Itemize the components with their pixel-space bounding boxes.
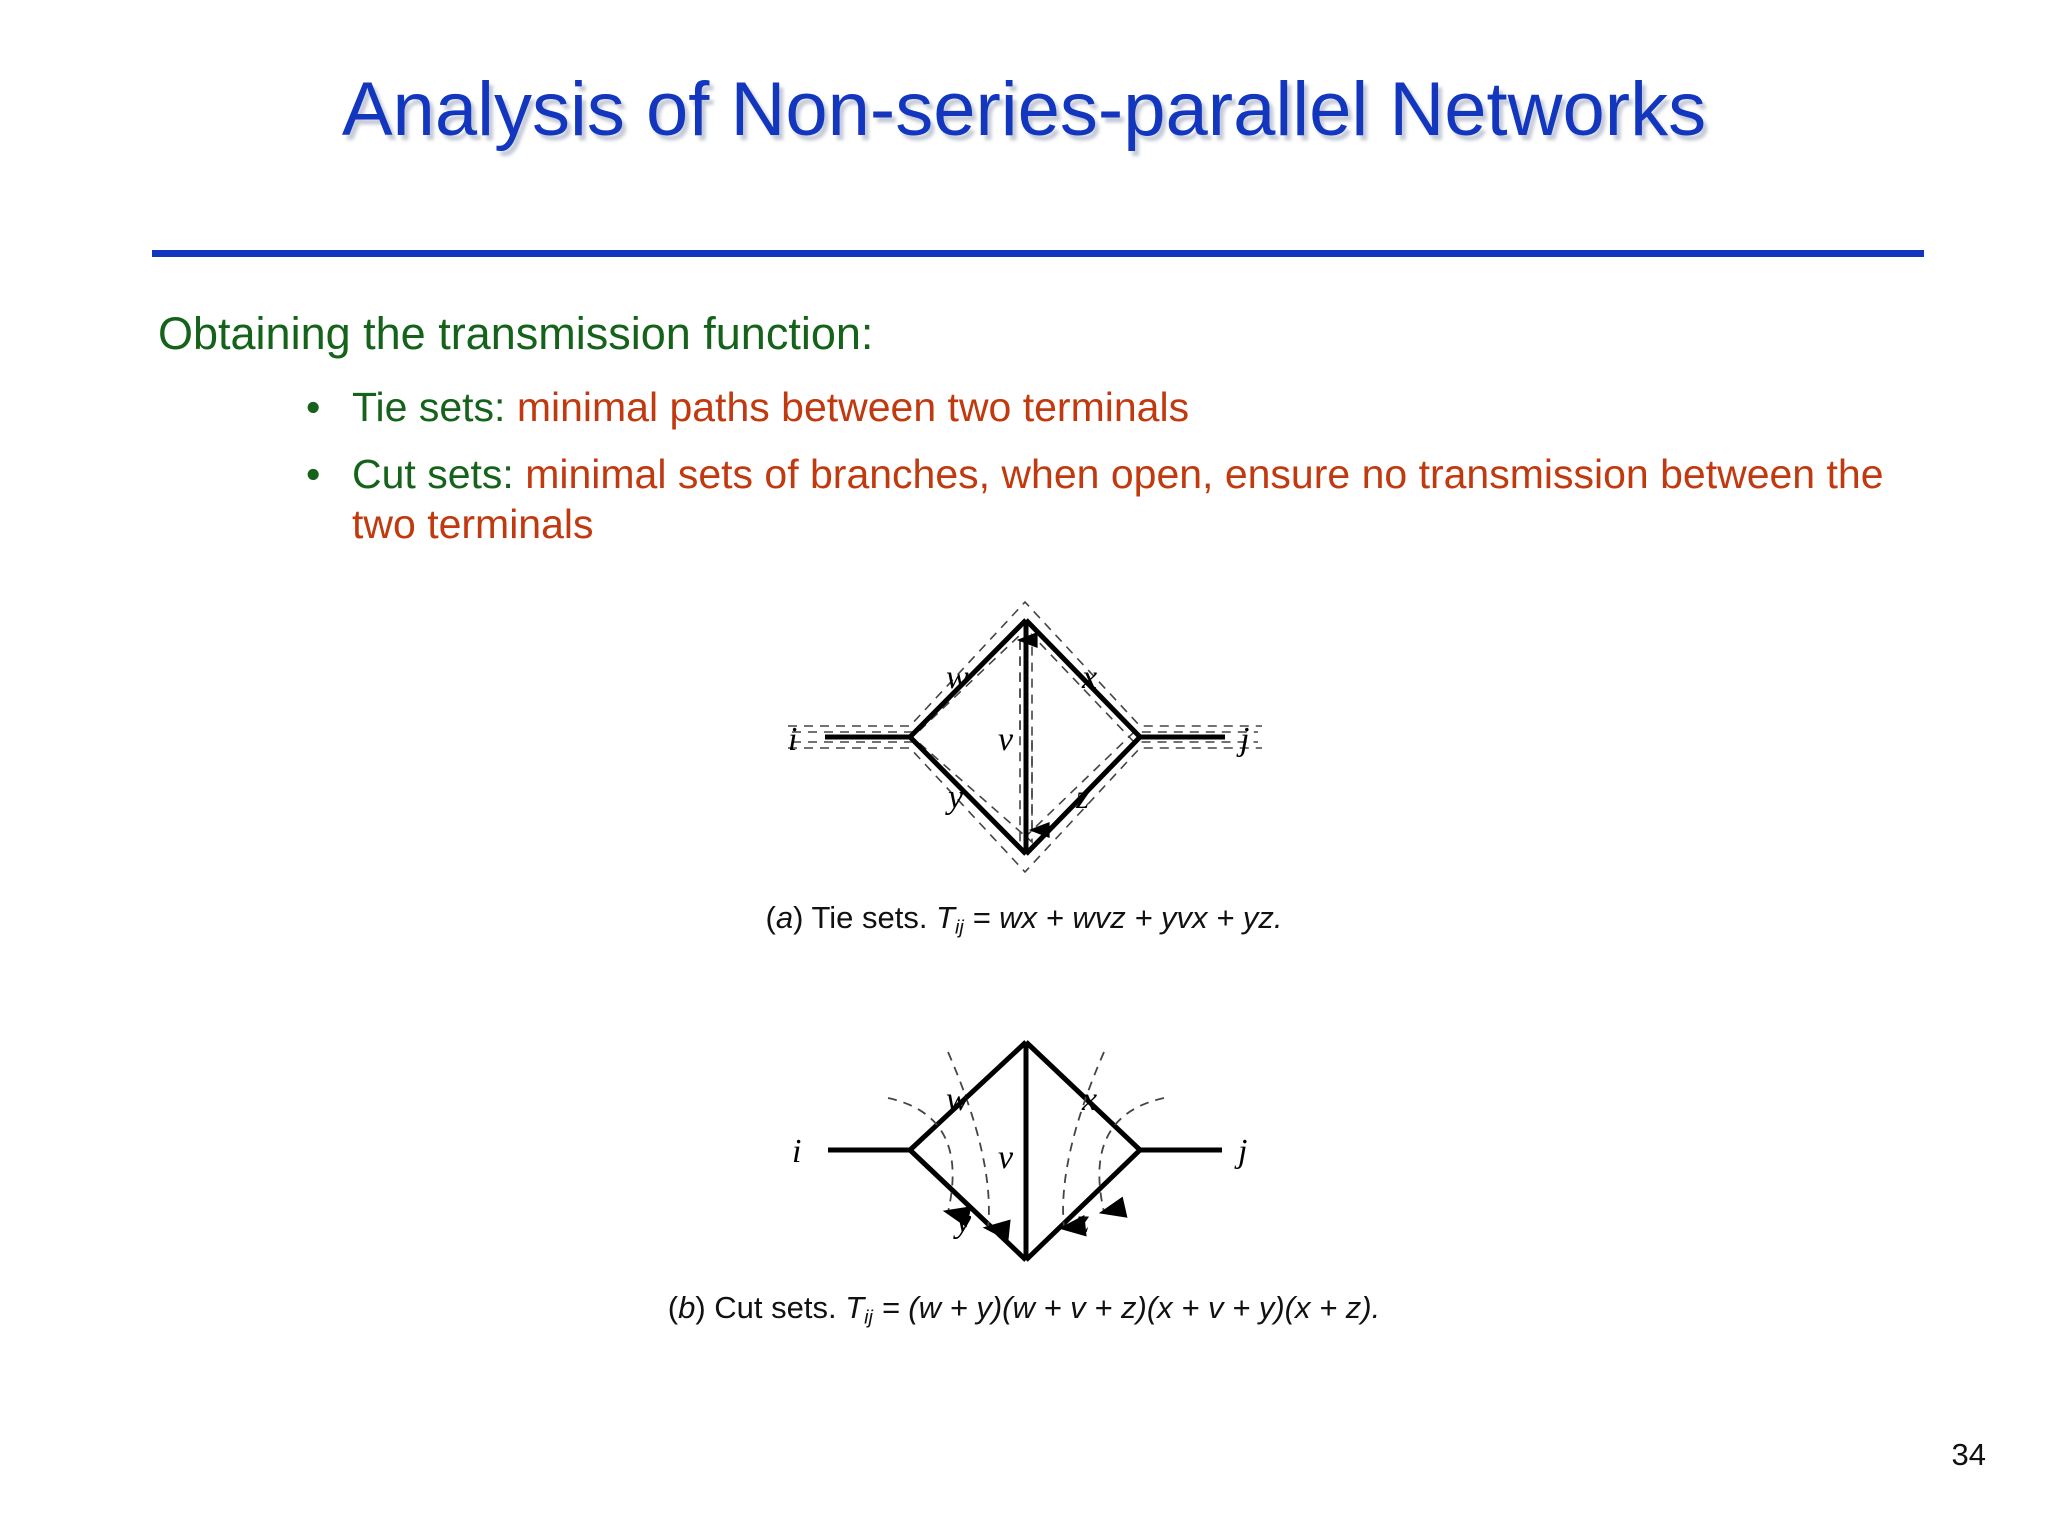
branch-x: [1024, 1040, 1142, 1152]
caption-a-expression: = wx + wvz + yvx + yz.: [963, 900, 1283, 935]
caption-b-subscript: ij: [864, 1306, 873, 1329]
terminal-label-i: i: [788, 721, 797, 758]
caption-a-subscript: ij: [954, 916, 964, 939]
bullet-label-tie-sets: Tie sets:: [352, 384, 506, 430]
tie-set-path-wx: [788, 600, 1262, 727]
caption-b-expression: = (w + y)(w + v + z)(x + v + y)(x + z).: [872, 1290, 1381, 1325]
bullet-description-tie-sets: minimal paths between two terminals: [516, 384, 1190, 430]
cut-set-curve-group: [887, 1051, 1165, 1241]
branch-label-z: z: [1075, 779, 1089, 816]
branch-label-x: x: [1081, 659, 1097, 696]
bullet-item-tie-sets: • Tie sets: minimal paths between two te…: [306, 382, 1189, 432]
bullet-text-cut-sets: Cut sets: minimal sets of branches, when…: [352, 449, 1912, 549]
terminal-label-j: j: [1236, 721, 1249, 758]
caption-a-symbol: T: [936, 900, 955, 935]
branch-label-z: z: [1075, 1203, 1089, 1240]
tie-set-path-wvz: [792, 633, 1258, 844]
tie-set-path-yvx: [792, 633, 1258, 844]
cut-set-curve-x-v-y: [1058, 1051, 1105, 1237]
tie-set-path-group: [788, 600, 1262, 874]
branch-w: [908, 1040, 1028, 1152]
cut-set-curve-w-y: [887, 1097, 972, 1228]
figure-cut-sets-diagram: w x v y z i j: [770, 1020, 1280, 1285]
branch-label-y: y: [945, 779, 964, 816]
caption-a-prefix: (: [765, 900, 776, 935]
branch-z: [1024, 735, 1142, 856]
terminal-label-i: i: [792, 1133, 801, 1170]
branch-w: [908, 618, 1028, 739]
bullet-marker-icon: •: [306, 384, 321, 430]
caption-b-letter: b: [678, 1290, 696, 1325]
page-number: 34: [1951, 1437, 1986, 1472]
network-branches: [828, 1040, 1222, 1262]
branch-label-x: x: [1081, 1081, 1097, 1118]
branch-label-v: v: [998, 721, 1014, 758]
caption-a-mid: ) Tie sets.: [793, 900, 937, 935]
branch-z: [1024, 1148, 1142, 1262]
branch-y: [908, 735, 1028, 856]
bullet-description-cut-sets: minimal sets of branches, when open, ens…: [352, 451, 1884, 548]
page-title: Analysis of Non-series-parallel Networks: [341, 67, 1707, 152]
caption-b-mid: ) Cut sets.: [695, 1290, 846, 1325]
figure-caption-a: (a) Tie sets. Tij = wx + wvz + yvx + yz.: [0, 900, 2048, 940]
title-divider: [152, 250, 1924, 257]
network-branches: [825, 618, 1225, 856]
branch-x: [1024, 618, 1142, 739]
figure-caption-b: (b) Cut sets. Tij = (w + y)(w + v + z)(x…: [0, 1290, 2048, 1330]
cut-set-curve-x-z: [1098, 1097, 1165, 1218]
bullet-text-tie-sets: Tie sets: minimal paths between two term…: [352, 382, 1189, 432]
branch-label-w: w: [946, 1081, 969, 1118]
bullet-marker-icon: •: [306, 451, 321, 497]
cut-set-curve-w-v-z: [947, 1051, 1011, 1241]
branch-label-v: v: [998, 1139, 1014, 1176]
caption-b-symbol: T: [845, 1290, 865, 1325]
terminal-label-j: j: [1234, 1133, 1247, 1170]
caption-a-letter: a: [775, 900, 794, 935]
caption-b-prefix: (: [667, 1290, 679, 1325]
bullet-label-cut-sets: Cut sets:: [352, 451, 514, 497]
tie-set-path-yz: [788, 747, 1262, 874]
branch-y: [908, 1148, 1028, 1262]
branch-label-w: w: [946, 659, 969, 696]
figure-tie-sets-diagram: w x v y z i j: [770, 580, 1280, 885]
bullet-item-cut-sets: • Cut sets: minimal sets of branches, wh…: [306, 449, 1912, 549]
branch-label-y: y: [953, 1203, 972, 1240]
lead-line: Obtaining the transmission function:: [158, 308, 874, 359]
